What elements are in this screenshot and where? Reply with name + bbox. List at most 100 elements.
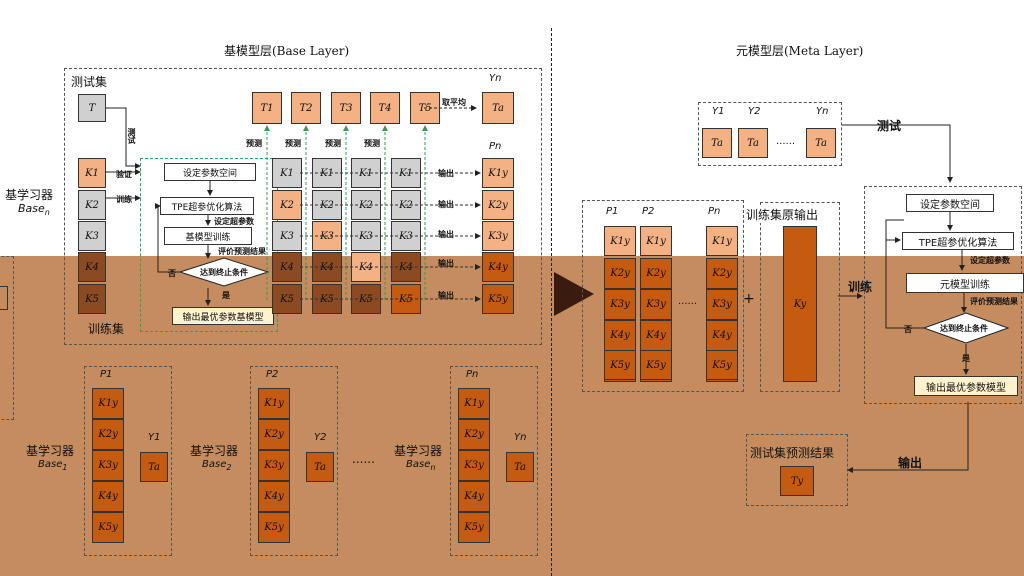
fold-cell: K4	[272, 252, 302, 282]
meta-P-label: P1	[606, 206, 619, 217]
learner-Ky-box: K5y	[458, 512, 490, 543]
meta-Ky-box-bottom: K5y	[604, 350, 636, 380]
learner-P-label: P2	[266, 369, 279, 380]
learner-subscript: n	[430, 463, 436, 472]
meta-set-space-step: 设定参数空间	[906, 194, 994, 212]
meta-Ky-box: K4y	[706, 320, 738, 351]
base-set-params-label: 设定超参数	[214, 217, 254, 226]
learner-Ky-box: K3y	[92, 450, 124, 481]
meta-Ky-box: K4y	[604, 320, 636, 351]
meta-Ky-box: K2y	[604, 258, 636, 289]
base-stop-label: 达到终止条件	[200, 268, 248, 277]
meta-Ky-box: K2y	[640, 258, 672, 289]
meta-input-dots: ......	[678, 296, 698, 307]
Ta-box: Ta	[482, 92, 514, 124]
base-top-panel	[64, 68, 542, 345]
average-label: 取平均	[442, 98, 466, 107]
predict-label: 预测	[325, 139, 341, 148]
meta-best-model-step: 输出最优参数模型	[914, 376, 1018, 396]
output-label: 输出	[438, 259, 454, 268]
learner-P-label: P1	[100, 369, 113, 380]
learner-Ky-box: K3y	[258, 450, 290, 481]
fold-cell: K5	[272, 284, 302, 314]
learner-subscript: 1	[62, 463, 68, 472]
learner-Ky-box: K4y	[458, 481, 490, 512]
k-fold-box: K2	[78, 190, 106, 220]
learner-Ta-box: Ta	[306, 452, 334, 482]
T-prediction-box: T3	[331, 92, 361, 124]
meta-input-panel	[582, 200, 744, 392]
train-orig-label: 训练集原输出	[746, 206, 819, 223]
output-label: 输出	[438, 230, 454, 239]
learner-Ta-box: Ta	[506, 452, 534, 482]
learner-Ky-box: K1y	[458, 388, 490, 419]
learner-label: 基学习器	[394, 444, 443, 458]
learners-ellipsis: ......	[352, 452, 375, 466]
T-prediction-box: T2	[291, 92, 321, 124]
meta-Y-label: Yn	[816, 106, 829, 117]
base-learner-name: Basen	[18, 202, 50, 218]
learner-Ky-box: K1y	[92, 388, 124, 419]
meta-Ta-box: Ta	[702, 128, 732, 158]
predict-label: 预测	[285, 139, 301, 148]
k-fold-box: K5	[78, 284, 106, 314]
meta-Ky-box: K3y	[640, 289, 672, 320]
base-train-step: 基模型训练	[164, 227, 252, 245]
fold-cell: K1	[272, 158, 302, 188]
meta-test-label: 测试	[877, 119, 902, 133]
Ky-output-box: K5y	[482, 284, 514, 314]
meta-test-panel	[698, 102, 842, 166]
T-prediction-box: T1	[252, 92, 282, 124]
meta-result-label: 测试集预测结果	[750, 446, 835, 460]
learner-label: 基学习器	[26, 444, 75, 458]
plus-sign: +	[743, 291, 755, 307]
k-fold-box: K1	[78, 158, 106, 188]
meta-train-label: 训练	[848, 280, 873, 294]
learner-Ky-box: K1y	[258, 388, 290, 419]
meta-Ky-box-bottom: K5y	[706, 350, 738, 380]
learner-Ky-box: K2y	[92, 419, 124, 450]
verify-label: 验证	[116, 170, 132, 179]
layer-transition-arrow	[554, 272, 594, 316]
meta-layer-title: 元模型层(Meta Layer)	[736, 44, 864, 58]
base-best-model-step: 输出最优参数基模型	[172, 307, 274, 325]
Ky-output-box: K4y	[482, 252, 514, 282]
train-set-label: 训练集	[88, 322, 125, 336]
Yn-label: Yn	[489, 73, 502, 84]
k-fold-box: K4	[78, 252, 106, 282]
meta-Ky-box: K1y	[640, 226, 672, 256]
meta-Ky-box: K1y	[706, 226, 738, 256]
base-layer-title: 基模型层(Base Layer)	[224, 44, 350, 58]
learner-Y-label: Y2	[314, 432, 327, 443]
Ky-output-box: K3y	[482, 221, 514, 251]
meta-P-label: P2	[642, 206, 655, 217]
meta-Ky-box: K1y	[604, 226, 636, 256]
meta-P-label: Pn	[708, 206, 721, 217]
Ky-output-box: K2y	[482, 190, 514, 220]
learner-Ta-box: Ta	[140, 452, 168, 482]
learner-name: Base1	[38, 459, 68, 472]
base-yes-label: 是	[222, 291, 230, 300]
base-eval-label: 评价预测结果	[218, 247, 266, 256]
learner-Ky-box: K2y	[458, 419, 490, 450]
learner-Ky-box: K5y	[258, 512, 290, 543]
learner-panel	[250, 366, 338, 556]
meta-Ky-box-bottom: K5y	[640, 350, 672, 380]
fold-cell: K3	[272, 221, 302, 251]
base-set-space-step: 设定参数空间	[164, 163, 256, 181]
learner-Ky-box: K4y	[258, 481, 290, 512]
meta-set-params-label: 设定超参数	[970, 256, 1010, 265]
train-label: 训练	[116, 195, 132, 204]
Ky-box: Ky	[783, 226, 817, 382]
Pn-label: Pn	[489, 141, 502, 152]
meta-Ky-box: K3y	[604, 289, 636, 320]
meta-stop-label: 达到终止条件	[940, 324, 988, 333]
meta-tpe-step: TPE超参优化算法	[902, 232, 1014, 250]
test-arrow-label: 测试	[127, 128, 136, 144]
predict-label: 预测	[246, 139, 262, 148]
meta-Ky-box: K3y	[706, 289, 738, 320]
learner-subscript: 2	[226, 463, 232, 472]
learner-Ky-box: K3y	[458, 450, 490, 481]
meta-Ta-box: Ta	[738, 128, 768, 158]
